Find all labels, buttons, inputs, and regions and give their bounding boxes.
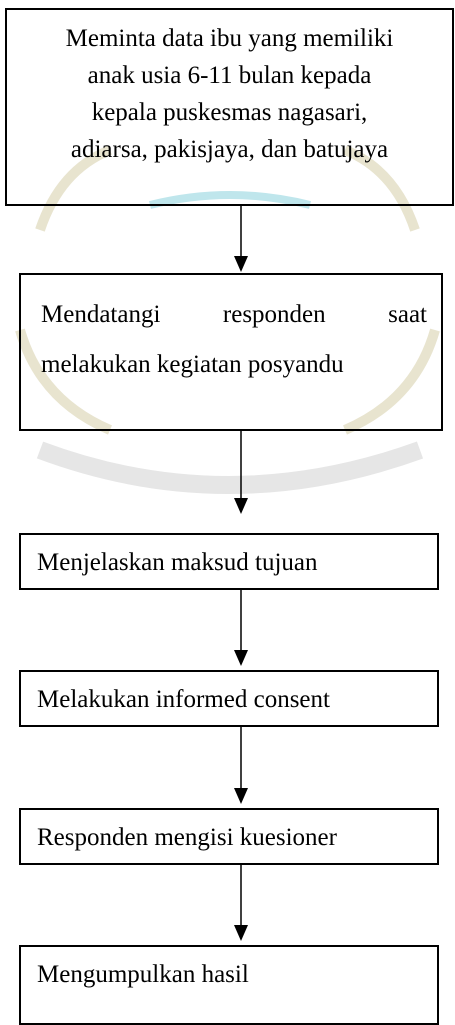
step-3-box: Menjelaskan maksud tujuan xyxy=(19,533,439,590)
step-1-box: Meminta data ibu yang memiliki anak usia… xyxy=(5,8,454,206)
arrowhead-1-2 xyxy=(234,256,248,272)
watermark-seal xyxy=(15,145,440,494)
arrowhead-3-4 xyxy=(234,650,248,666)
step-1-line-3: kepala puskesmas nagasari, xyxy=(91,99,368,126)
flow-arrows xyxy=(234,206,248,941)
step-1-line-2: anak usia 6-11 bulan kepada xyxy=(87,62,372,89)
step-6-label: Mengumpulkan hasil xyxy=(37,961,249,988)
step-5-box: Responden mengisi kuesioner xyxy=(19,808,439,865)
step-2-line-2: melakukan kegiatan posyandu xyxy=(41,351,344,378)
step-3-label: Menjelaskan maksud tujuan xyxy=(37,549,318,576)
step-4-box: Melakukan informed consent xyxy=(19,670,439,727)
step-2-line-1: Mendatangi responden saat xyxy=(41,301,427,328)
step-4-label: Melakukan informed consent xyxy=(37,686,330,713)
step-5-label: Responden mengisi kuesioner xyxy=(37,824,337,851)
step-1-line-4: adiarsa, pakisjaya, dan batujaya xyxy=(70,136,389,163)
arrowhead-5-6 xyxy=(234,925,248,941)
arrowhead-4-5 xyxy=(234,788,248,804)
arrowhead-2-3 xyxy=(234,498,248,514)
step-2-box: Mendatangi responden saat melakukan kegi… xyxy=(19,273,443,431)
step-1-line-1: Meminta data ibu yang memiliki xyxy=(65,25,394,52)
